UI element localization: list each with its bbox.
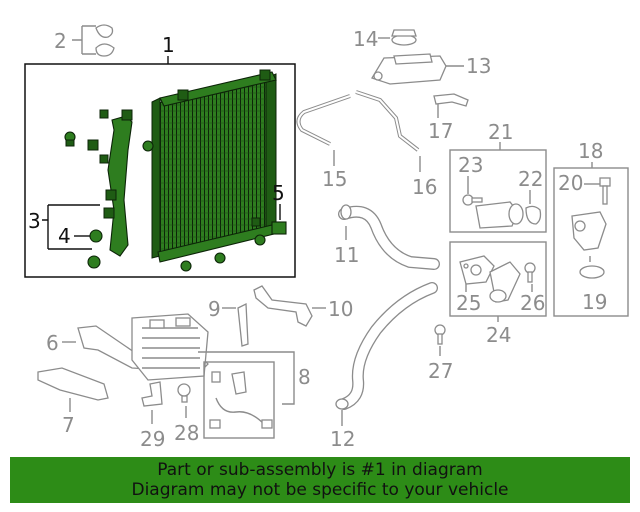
callout-4: 4	[58, 224, 71, 248]
callout-1: 1	[162, 33, 175, 57]
seal-part-22	[525, 205, 542, 225]
callout-13: 13	[466, 54, 491, 78]
clip-part-28	[177, 383, 191, 403]
callout-23: 23	[458, 153, 483, 177]
hose-part-17	[433, 93, 469, 107]
bracket-part-10	[253, 285, 313, 327]
deflector-part-7	[37, 367, 109, 401]
bolt-part-27	[434, 324, 446, 345]
group-box-8	[203, 361, 275, 439]
callout-3: 3	[28, 209, 41, 233]
bolt-part-23	[462, 194, 483, 206]
bracket-part-9	[237, 302, 249, 347]
callout-17: 17	[428, 119, 453, 143]
radiator-assembly-box	[24, 63, 296, 278]
callout-8: 8	[298, 365, 311, 389]
bolt-part-20	[599, 177, 611, 205]
callout-19: 19	[582, 290, 607, 314]
callout-14: 14	[353, 27, 378, 51]
bolt-part-26	[524, 262, 536, 283]
callout-12: 12	[330, 427, 355, 451]
callout-9: 9	[208, 297, 221, 321]
thermostat-housing-21	[475, 201, 524, 229]
callout-26: 26	[520, 291, 545, 315]
banner-line-2: Diagram may not be specific to your vehi…	[131, 480, 509, 500]
bracket-part-29	[141, 381, 163, 407]
callout-10: 10	[328, 297, 353, 321]
callout-28: 28	[174, 421, 199, 445]
group-box-18	[553, 167, 629, 317]
callout-6: 6	[46, 331, 59, 355]
hose-part-15	[296, 94, 351, 146]
callout-7: 7	[62, 413, 75, 437]
reservoir-cap-part-14	[391, 29, 417, 46]
callout-15: 15	[322, 167, 347, 191]
callout-25: 25	[456, 291, 481, 315]
leader-25-26	[465, 284, 533, 292]
leader-2	[72, 25, 96, 55]
callout-27: 27	[428, 359, 453, 383]
coolant-reservoir-part-13	[371, 53, 447, 85]
grille-shutter-assembly	[131, 313, 209, 381]
callout-18: 18	[578, 139, 603, 163]
leader-3	[42, 204, 100, 250]
group-box-21	[449, 149, 547, 233]
harness-part-8	[209, 371, 273, 429]
parts-diagram: 2 1 5 3 4 15	[24, 24, 629, 451]
leader-8	[198, 351, 295, 405]
hose-part-16	[355, 90, 420, 152]
callout-16: 16	[412, 175, 437, 199]
callout-20: 20	[558, 171, 583, 195]
callout-22: 22	[518, 167, 543, 191]
bolt-fasteners	[64, 131, 287, 272]
callout-29: 29	[140, 427, 165, 451]
callout-2: 2	[54, 29, 67, 53]
callout-11: 11	[334, 243, 359, 267]
radiator-core	[151, 69, 277, 263]
banner-line-1: Part or sub-assembly is #1 in diagram	[157, 460, 483, 480]
radiator-side-bracket	[87, 109, 133, 257]
water-outlet-18	[571, 211, 607, 251]
callout-21: 21	[488, 120, 513, 144]
clip-part-2	[95, 24, 115, 57]
callout-24: 24	[486, 323, 511, 347]
water-inlet-24	[489, 261, 521, 303]
seal-part-19	[579, 265, 605, 279]
callout-5: 5	[272, 181, 285, 205]
info-banner: Part or sub-assembly is #1 in diagram Di…	[10, 457, 630, 503]
gasket-part-25	[459, 255, 495, 285]
